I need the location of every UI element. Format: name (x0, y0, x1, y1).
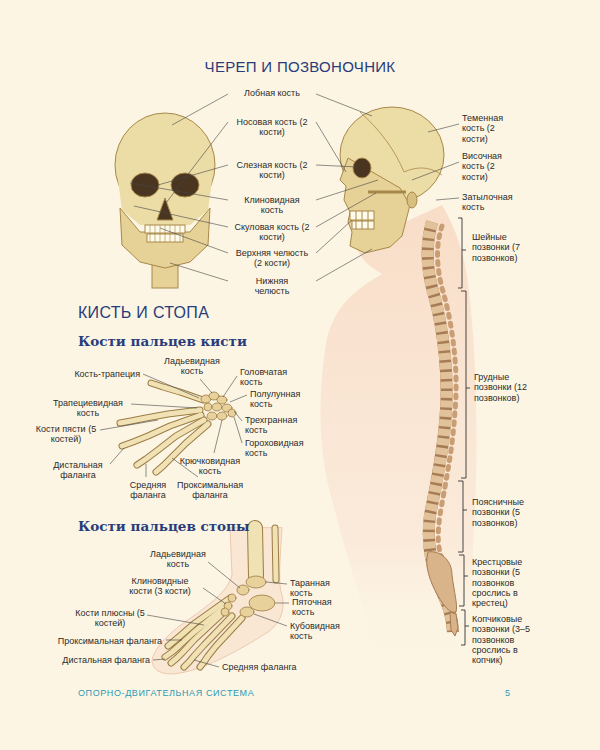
bone-label: Затылочная кость (462, 192, 524, 213)
label-slot: Затылочная кость (462, 192, 524, 213)
front-skull (115, 113, 215, 288)
bone-label: Верхняя челюсть (2 кости) (232, 248, 312, 269)
bone-label: Шейные позвонки (7 позвонков) (472, 232, 536, 263)
label-slot: Крестцовые позвонки (5 позвонков срослис… (472, 557, 542, 609)
label-slot: Клиновидная кость (232, 195, 312, 216)
bone-label: Ладьевидная кость (148, 549, 208, 570)
bone-label: Трапециевидная кость (48, 398, 128, 419)
label-slot: Ладьевидная кость (148, 549, 208, 570)
label-slot: Грудные позвонки (12 позвонков) (474, 372, 540, 403)
bone-label: Таранная кость (290, 578, 350, 599)
label-slot: Головчатая кость (240, 367, 300, 388)
label-slot: Лобная кость (232, 88, 312, 98)
label-slot: Полулунная кость (250, 389, 312, 410)
body-silhouette (320, 205, 476, 660)
bone-label: Копчиковые позвонки (3–5 позвонков сросл… (472, 614, 542, 666)
label-slot: Кости пальцев кисти (78, 333, 298, 349)
bone-label: Средняя фаланга (222, 662, 312, 672)
bone-label: Дистальная фаланга (40, 655, 150, 665)
label-slot: Таранная кость (290, 578, 350, 599)
label-slot: Нижняя челюсть (242, 276, 302, 297)
bone-label: Кости плюсны (5 костей) (75, 608, 145, 629)
section-heading: КИСТЬ И СТОПА (78, 303, 298, 322)
bone-label: Крестцовые позвонки (5 позвонков срослис… (472, 557, 542, 609)
label-slot: Височная кость (2 кости) (462, 151, 514, 182)
page-footer: ОПОРНО-ДВИГАТЕЛЬНАЯ СИСТЕМА (78, 688, 338, 698)
label-slot: Дистальная фаланга (40, 655, 150, 665)
bone-label: Грудные позвонки (12 позвонков) (474, 372, 540, 403)
label-slot: Средняя фаланга (123, 480, 173, 501)
title-slot: ЧЕРЕП И ПОЗВОНОЧНИК (100, 58, 500, 76)
spine (427, 222, 458, 636)
label-slot: КИСТЬ И СТОПА (78, 303, 298, 322)
label-slot: Кубовидная кость (290, 621, 352, 642)
label-slot: Гороховидная кость (245, 438, 311, 459)
label-slot: Кости пальцев стопы (78, 518, 298, 534)
label-slot: Верхняя челюсть (2 кости) (232, 248, 312, 269)
bone-label: Клиновидные кости (3 кости) (120, 576, 200, 597)
bone-label: Теменная кость (2 кости) (462, 113, 514, 144)
bone-label: Слезная кость (2 кости) (232, 160, 312, 181)
label-slot: Кость-трапеция (50, 369, 140, 379)
bone-label: Трехгранная кость (245, 415, 307, 436)
bone-label: Проксимальная фаланга (173, 480, 247, 501)
label-slot: Пяточная кость (292, 597, 352, 618)
label-slot: Проксимальная фаланга (173, 480, 247, 501)
coccyx (450, 612, 458, 636)
bone-label: Височная кость (2 кости) (462, 151, 514, 182)
bone-label: Скуловая кость (2 кости) (232, 222, 312, 243)
label-slot: Кости плюсны (5 костей) (75, 608, 145, 629)
bone-label: Кости пясти (5 костей) (35, 424, 97, 445)
bone-label: Головчатая кость (240, 367, 300, 388)
label-slot: Теменная кость (2 кости) (462, 113, 514, 144)
bone-label: Носовая кость (2 кости) (232, 117, 312, 138)
label-slot: Поясничные позвонки (5 позвонков) (472, 497, 542, 528)
bone-label: Пяточная кость (292, 597, 352, 618)
bone-label: Клиновидная кость (232, 195, 312, 216)
side-skull (340, 107, 444, 253)
label-slot: Средняя фаланга (222, 662, 312, 672)
page-footer: 5 (505, 688, 525, 698)
bone-label: Кость-трапеция (50, 369, 140, 379)
label-slot: Проксимальная фаланга (52, 636, 162, 646)
bracket (458, 218, 470, 645)
bone-label: Крючковидная кость (177, 456, 243, 477)
label-slot: Ладьевидная кость (162, 356, 222, 377)
label-slot: Слезная кость (2 кости) (232, 160, 312, 181)
label-slot: Скуловая кость (2 кости) (232, 222, 312, 243)
label-slot: Клиновидные кости (3 кости) (120, 576, 200, 597)
label-slot: Крючковидная кость (177, 456, 243, 477)
label-slot: Шейные позвонки (7 позвонков) (472, 232, 536, 263)
bone-label: Средняя фаланга (123, 480, 173, 501)
bone-label: Гороховидная кость (245, 438, 311, 459)
label-slot: 5 (505, 688, 525, 698)
bone-label: Кубовидная кость (290, 621, 352, 642)
subsection-heading: Кости пальцев кисти (78, 333, 298, 349)
bone-label: Дистальная фаланга (48, 460, 108, 481)
label-slot: Кости пясти (5 костей) (35, 424, 97, 445)
label-slot: ОПОРНО-ДВИГАТЕЛЬНАЯ СИСТЕМА (78, 688, 338, 698)
bone-label: Проксимальная фаланга (52, 636, 162, 646)
bone-label: Нижняя челюсть (242, 276, 302, 297)
leader-line (100, 94, 459, 667)
label-slot: Носовая кость (2 кости) (232, 117, 312, 138)
bone-label: Полулунная кость (250, 389, 312, 410)
sacrum (427, 552, 457, 613)
bone-label: Лобная кость (232, 88, 312, 98)
subsection-heading: Кости пальцев стопы (78, 518, 298, 534)
label-slot: Трехгранная кость (245, 415, 307, 436)
label-slot: Трапециевидная кость (48, 398, 128, 419)
diagram-title: ЧЕРЕП И ПОЗВОНОЧНИК (100, 58, 500, 76)
bone-label: Ладьевидная кость (162, 356, 222, 377)
bone-label: Поясничные позвонки (5 позвонков) (472, 497, 542, 528)
label-slot: Копчиковые позвонки (3–5 позвонков сросл… (472, 614, 542, 666)
label-slot: Дистальная фаланга (48, 460, 108, 481)
